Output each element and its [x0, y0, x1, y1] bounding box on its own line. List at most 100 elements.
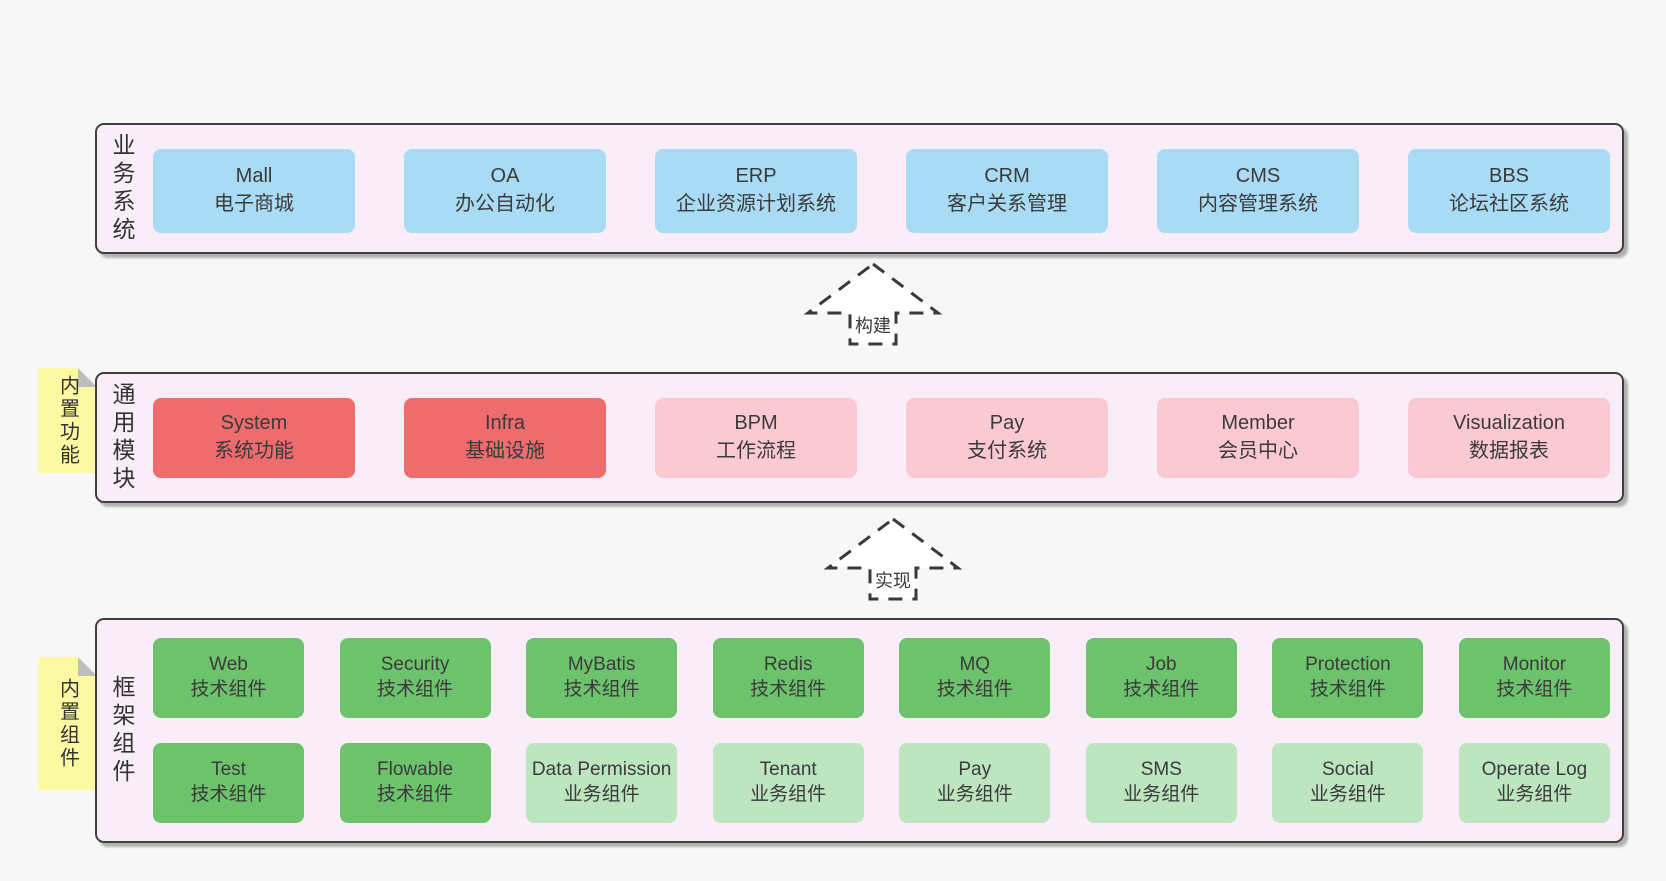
common-modules-container: 通用模块 System 系统功能 Infra 基础设施 BPM 工作流程 Pay…: [95, 372, 1624, 503]
box-subtitle: 数据报表: [1469, 440, 1549, 462]
box-title: CMS: [1235, 165, 1281, 188]
box-subtitle: 技术组件: [563, 679, 640, 700]
box-member: Member 会员中心: [1157, 398, 1359, 478]
box-mq: MQ 技术组件: [899, 638, 1051, 718]
box-title: MyBatis: [567, 654, 636, 676]
box-subtitle: 业务组件: [750, 784, 827, 805]
box-title: Visualization: [1453, 412, 1565, 435]
box-test: Test 技术组件: [153, 743, 304, 823]
box-social: Social 业务组件: [1272, 743, 1424, 823]
box-bpm: BPM 工作流程: [655, 398, 857, 478]
box-title: Tenant: [759, 759, 817, 781]
business-systems-container: 业务系统 Mall 电子商城 OA 办公自动化 ERP 企业资源计划系统 CRM…: [95, 123, 1624, 254]
box-subtitle: 业务组件: [1309, 784, 1386, 805]
up-arrow-icon: [803, 262, 943, 346]
box-title: Redis: [763, 654, 813, 676]
box-subtitle: 支付系统: [967, 440, 1047, 462]
box-visualization: Visualization 数据报表: [1408, 398, 1610, 478]
box-sms: SMS 业务组件: [1085, 743, 1237, 823]
box-subtitle: 会员中心: [1218, 440, 1298, 462]
framework-components-container: 框架组件 Web 技术组件 Security 技术组件 MyBatis 技术组件…: [95, 618, 1624, 843]
box-subtitle: 技术组件: [750, 679, 827, 700]
framework-components-side-label: 框架组件: [109, 674, 135, 787]
sticky-note-label: 内置组件: [56, 677, 79, 770]
box-system: System 系统功能: [153, 398, 355, 478]
box-subtitle: 工作流程: [716, 440, 796, 462]
box-mall: Mall 电子商城: [153, 149, 355, 233]
box-operate-log: Operate Log 业务组件: [1458, 743, 1610, 823]
framework-components-row-1: Web 技术组件 Security 技术组件 MyBatis 技术组件 Redi…: [153, 638, 1610, 718]
box-bbs: BBS 论坛社区系统: [1408, 149, 1610, 233]
box-title: Social: [1322, 759, 1374, 781]
box-subtitle: 技术组件: [190, 679, 267, 700]
box-protection: Protection 技术组件: [1272, 638, 1424, 718]
box-subtitle: 业务组件: [563, 784, 640, 805]
box-subtitle: 系统功能: [214, 440, 294, 462]
box-subtitle: 业务组件: [1496, 784, 1573, 805]
box-pay-module: Pay 支付系统: [906, 398, 1108, 478]
box-title: OA: [490, 165, 520, 188]
box-subtitle: 办公自动化: [455, 193, 555, 215]
box-subtitle: 基础设施: [465, 440, 545, 462]
box-data-permission: Data Permission 业务组件: [526, 743, 678, 823]
box-title: Infra: [484, 412, 526, 435]
box-title: System: [220, 412, 288, 435]
box-title: BPM: [734, 412, 778, 435]
box-monitor: Monitor 技术组件: [1458, 638, 1610, 718]
box-subtitle: 企业资源计划系统: [676, 193, 836, 215]
box-infra: Infra 基础设施: [404, 398, 606, 478]
box-title: Pay: [989, 412, 1025, 435]
box-job: Job 技术组件: [1085, 638, 1237, 718]
box-title: ERP: [735, 165, 777, 188]
box-cms: CMS 内容管理系统: [1157, 149, 1359, 233]
sticky-note-built-in-features: 内置功能: [38, 368, 97, 473]
box-title: Job: [1145, 654, 1177, 676]
framework-components-row-2: Test 技术组件 Flowable 技术组件 Data Permission …: [153, 743, 1610, 823]
implement-arrow-label: 实现: [875, 571, 911, 591]
box-security: Security 技术组件: [339, 638, 491, 718]
business-systems-side-label: 业务系统: [109, 132, 135, 245]
common-modules-side-label: 通用模块: [109, 381, 135, 494]
box-subtitle: 技术组件: [1496, 679, 1573, 700]
up-arrow-icon: [823, 517, 963, 601]
box-title: Web: [209, 654, 248, 676]
implement-arrow: 实现: [823, 516, 963, 602]
box-subtitle: 技术组件: [190, 784, 267, 805]
box-title: Test: [211, 759, 246, 781]
box-title: CRM: [984, 165, 1030, 188]
box-erp: ERP 企业资源计划系统: [655, 149, 857, 233]
box-subtitle: 业务组件: [1123, 784, 1200, 805]
box-mybatis: MyBatis 技术组件: [526, 638, 678, 718]
business-systems-row: Mall 电子商城 OA 办公自动化 ERP 企业资源计划系统 CRM 客户关系…: [153, 149, 1610, 233]
box-subtitle: 技术组件: [377, 784, 454, 805]
box-title: Monitor: [1502, 654, 1567, 676]
box-subtitle: 技术组件: [1123, 679, 1200, 700]
box-subtitle: 电子商城: [214, 193, 294, 215]
box-title: Pay: [958, 759, 992, 781]
sticky-note-built-in-components: 内置组件: [38, 657, 97, 790]
box-subtitle: 技术组件: [1309, 679, 1386, 700]
build-arrow: 构建: [803, 261, 943, 347]
box-subtitle: 内容管理系统: [1198, 193, 1318, 215]
box-title: MQ: [959, 654, 991, 676]
box-subtitle: 论坛社区系统: [1449, 193, 1569, 215]
common-modules-row: System 系统功能 Infra 基础设施 BPM 工作流程 Pay 支付系统…: [153, 398, 1610, 478]
box-title: SMS: [1140, 759, 1182, 781]
box-oa: OA 办公自动化: [404, 149, 606, 233]
box-redis: Redis 技术组件: [712, 638, 864, 718]
box-crm: CRM 客户关系管理: [906, 149, 1108, 233]
box-tenant: Tenant 业务组件: [712, 743, 864, 823]
box-pay-component: Pay 业务组件: [899, 743, 1051, 823]
box-title: Security: [380, 654, 450, 676]
box-title: Data Permission: [531, 759, 672, 781]
box-title: Mall: [235, 165, 273, 188]
box-web: Web 技术组件: [153, 638, 304, 718]
box-subtitle: 技术组件: [377, 679, 454, 700]
box-title: Operate Log: [1481, 759, 1588, 781]
box-title: BBS: [1488, 165, 1530, 188]
box-subtitle: 业务组件: [936, 784, 1013, 805]
box-title: Flowable: [377, 759, 454, 781]
box-flowable: Flowable 技术组件: [339, 743, 491, 823]
sticky-note-label: 内置功能: [56, 374, 79, 467]
box-title: Protection: [1305, 654, 1391, 676]
